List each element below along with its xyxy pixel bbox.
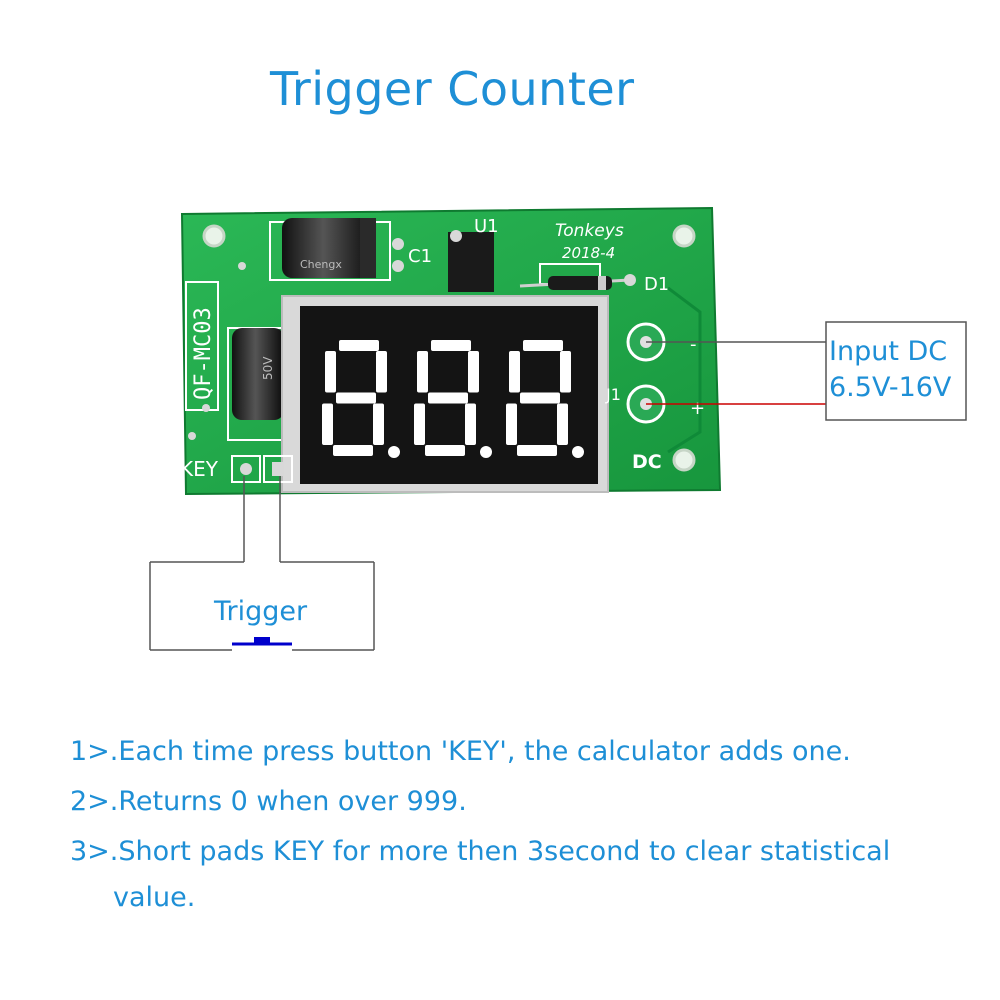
display-segment (506, 403, 517, 445)
display-segment (557, 403, 568, 445)
date-silk: 2018-4 (562, 244, 615, 262)
input-dc-label-line1: Input DC (829, 336, 948, 367)
j1-label: J1 (605, 385, 621, 404)
note-3: 3>.Short pads KEY for more then 3second … (70, 836, 891, 867)
display-decimal-point (572, 446, 584, 458)
note-3-continued: value. (113, 882, 196, 913)
display-segment (560, 351, 571, 393)
input-dc-box (825, 321, 967, 421)
diode-d1: D1 (519, 263, 669, 295)
display-segment (465, 403, 476, 445)
mount-hole-top-left (202, 224, 226, 248)
display-segment (336, 392, 376, 404)
transistor-u1: U1 (448, 216, 499, 292)
seven-segment-display (281, 295, 609, 493)
key-pads: KEY (180, 455, 293, 483)
display-segment (322, 403, 333, 445)
input-wires (646, 341, 826, 405)
display-decimal-point (388, 446, 400, 458)
display-segment (333, 445, 373, 456)
display-segment (431, 340, 471, 351)
trigger-label: Trigger (214, 596, 308, 627)
note-2: 2>.Returns 0 when over 999. (70, 786, 467, 817)
display-segment (417, 351, 428, 393)
capacitor-brand: Chengx (300, 258, 342, 271)
display-segment (325, 351, 336, 393)
display-segment (376, 351, 387, 393)
c1-label: C1 (408, 246, 432, 267)
display-segment (509, 351, 520, 393)
display-decimal-point (480, 446, 492, 458)
display-segment (517, 445, 557, 456)
key-label: KEY (180, 457, 219, 481)
input-dc-label-line2: 6.5V-16V (829, 372, 952, 403)
d1-label: D1 (644, 274, 669, 295)
minus-label: - (690, 334, 697, 355)
display-segment (428, 392, 468, 404)
plus-label: + (690, 398, 705, 419)
trigger-switch-symbol (232, 637, 292, 646)
display-segment (468, 351, 479, 393)
mount-hole-top-right (672, 224, 696, 248)
model-silk-text: QF-MC03 (191, 307, 216, 400)
u1-label: U1 (474, 216, 499, 237)
model-silkscreen: QF-MC03 (185, 281, 219, 411)
display-digit (414, 340, 492, 458)
trigger-circuit (149, 476, 375, 651)
display-segment (373, 403, 384, 445)
brand-silk: Tonkeys (555, 221, 624, 241)
page-title: Trigger Counter (270, 62, 635, 116)
capacitor-voltage: 50V (261, 356, 275, 380)
mount-hole-bottom-right (672, 448, 696, 472)
display-segment (339, 340, 379, 351)
display-digit (506, 340, 584, 458)
display-digit (322, 340, 400, 458)
dc-label: DC (632, 451, 662, 473)
display-segment (520, 392, 560, 404)
capacitor-c1: Chengx C1 (269, 218, 432, 281)
note-1: 1>.Each time press button 'KEY', the cal… (70, 736, 851, 767)
display-segment (523, 340, 563, 351)
display-segment (414, 403, 425, 445)
display-segment (425, 445, 465, 456)
